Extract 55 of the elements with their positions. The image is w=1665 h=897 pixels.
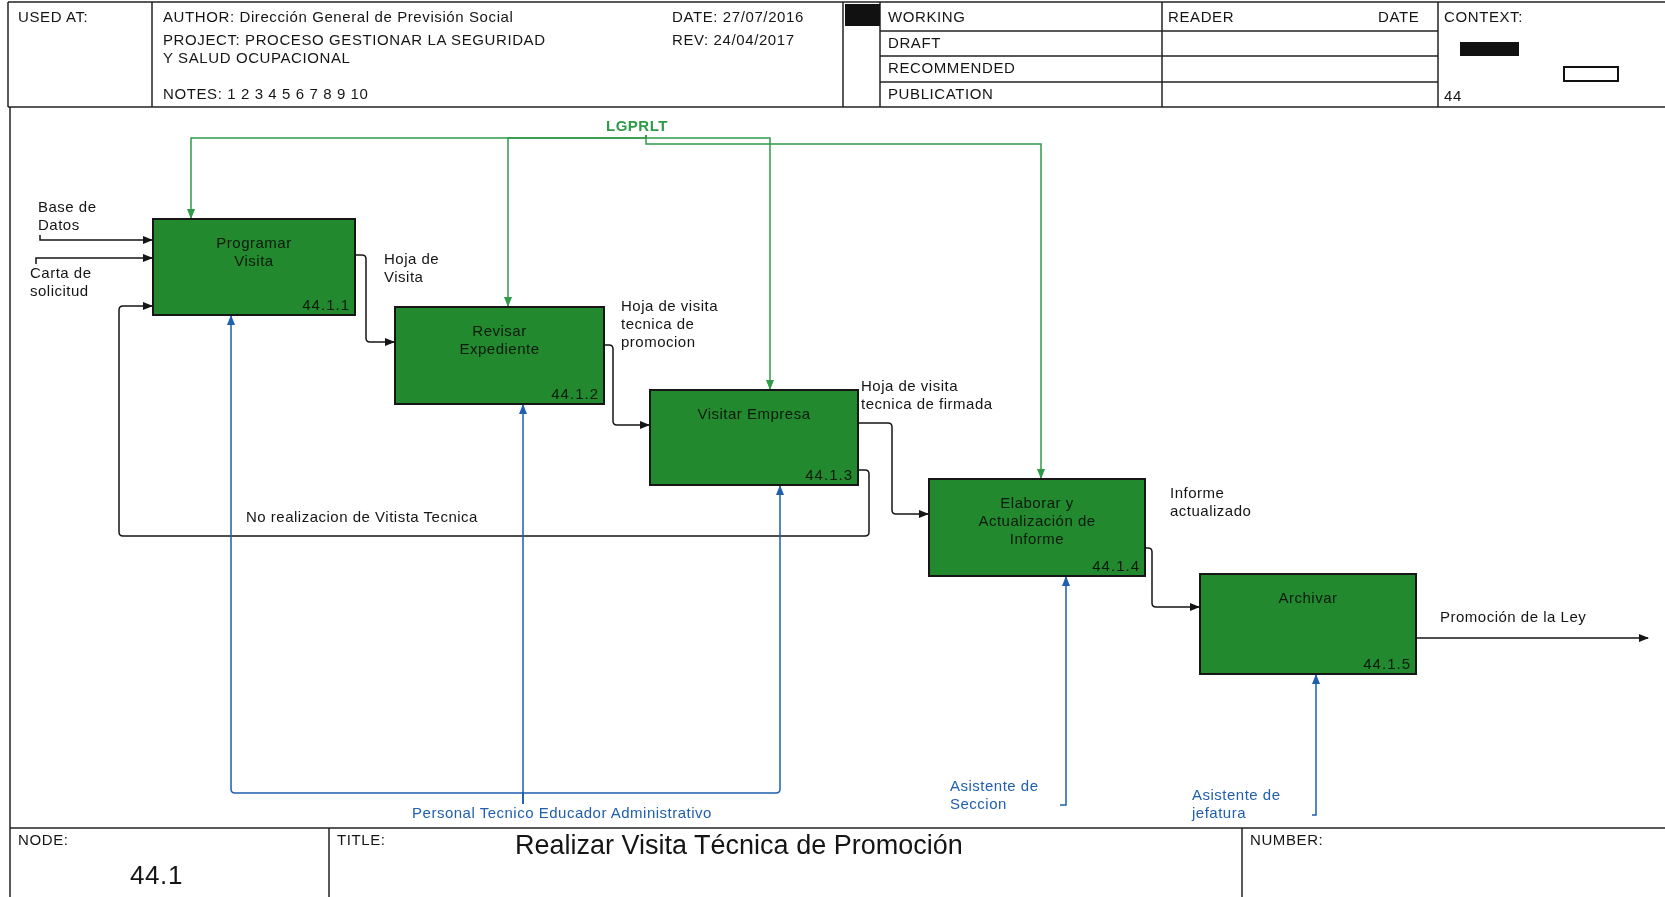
arrow bbox=[1416, 634, 1649, 642]
arrow bbox=[39, 234, 153, 244]
arrow bbox=[1145, 547, 1200, 611]
form-field-text: CONTEXT: bbox=[1444, 8, 1523, 26]
arrow bbox=[522, 485, 784, 805]
arrow bbox=[35, 254, 153, 265]
form-field-text: AUTHOR: Dirección General de Previsión Social bbox=[163, 8, 514, 26]
form-field-text: WORKING bbox=[888, 8, 966, 26]
activity-box bbox=[152, 218, 356, 316]
arrow bbox=[645, 134, 774, 390]
activity-number: 44.1.4 bbox=[1092, 557, 1141, 575]
activity-box bbox=[394, 306, 605, 405]
activity-name: Elaborar y Actualización de Informe bbox=[977, 493, 1097, 548]
form-field-text: 44 bbox=[1444, 87, 1462, 105]
form-field-text: REV: 24/04/2017 bbox=[672, 31, 795, 49]
edge-label: Hoja de visita tecnica de promocion bbox=[621, 297, 721, 351]
form-field-text: PUBLICATION bbox=[888, 85, 994, 103]
arrow bbox=[118, 302, 870, 537]
activity-box bbox=[1199, 573, 1417, 675]
activity-number: 44.1.2 bbox=[551, 385, 600, 403]
form-field-text: USED AT: bbox=[18, 8, 89, 26]
activity-name: Archivar bbox=[1277, 588, 1339, 607]
flow-label: Personal Tecnico Educador Administrativo bbox=[352, 804, 772, 822]
flow-label: Asistente de Seccion bbox=[950, 777, 1060, 813]
arrow bbox=[1059, 576, 1070, 806]
form-field-text: DATE bbox=[1378, 8, 1420, 26]
form-field-text: RECOMMENDED bbox=[888, 59, 1016, 77]
arrow bbox=[858, 422, 929, 518]
activity-name: Visitar Empresa bbox=[696, 404, 812, 423]
arrow bbox=[645, 134, 1045, 479]
flow-label: Base de Datos bbox=[38, 198, 110, 234]
flow-label: Asistente de jefatura bbox=[1192, 786, 1312, 822]
activity-number: 44.1.5 bbox=[1363, 655, 1412, 673]
form-field-text: DRAFT bbox=[888, 34, 941, 52]
arrow bbox=[1311, 674, 1320, 816]
arrow bbox=[355, 254, 395, 346]
form-field-text: READER bbox=[1168, 8, 1235, 26]
arrow bbox=[604, 344, 650, 429]
diagram-title: Realizar Visita Técnica de Promoción bbox=[515, 830, 963, 861]
activity-box bbox=[649, 389, 859, 486]
form-field-text: PROJECT: PROCESO GESTIONAR LA SEGURIDAD Y SALUD OCUPACIONAL bbox=[163, 31, 547, 67]
form-field-text: NUMBER: bbox=[1250, 831, 1324, 849]
arrow bbox=[504, 134, 647, 307]
activity-name: Revisar Expediente bbox=[458, 321, 541, 358]
activity-box bbox=[928, 478, 1146, 577]
form-field-text: DATE: 27/07/2016 bbox=[672, 8, 804, 26]
form-field-text: NOTES: 1 2 3 4 5 6 7 8 9 10 bbox=[163, 85, 369, 103]
activity-name: Programar Visita bbox=[215, 233, 293, 270]
form-field-text: NODE: bbox=[18, 831, 69, 849]
flow-label: Carta de solicitud bbox=[30, 264, 112, 300]
activity-number: 44.1.3 bbox=[805, 466, 854, 484]
form-field-text: TITLE: bbox=[337, 831, 386, 849]
form-field-text: 44.1 bbox=[130, 860, 183, 892]
flow-label: LGPRLT bbox=[606, 117, 688, 135]
activity-number: 44.1.1 bbox=[302, 296, 351, 314]
